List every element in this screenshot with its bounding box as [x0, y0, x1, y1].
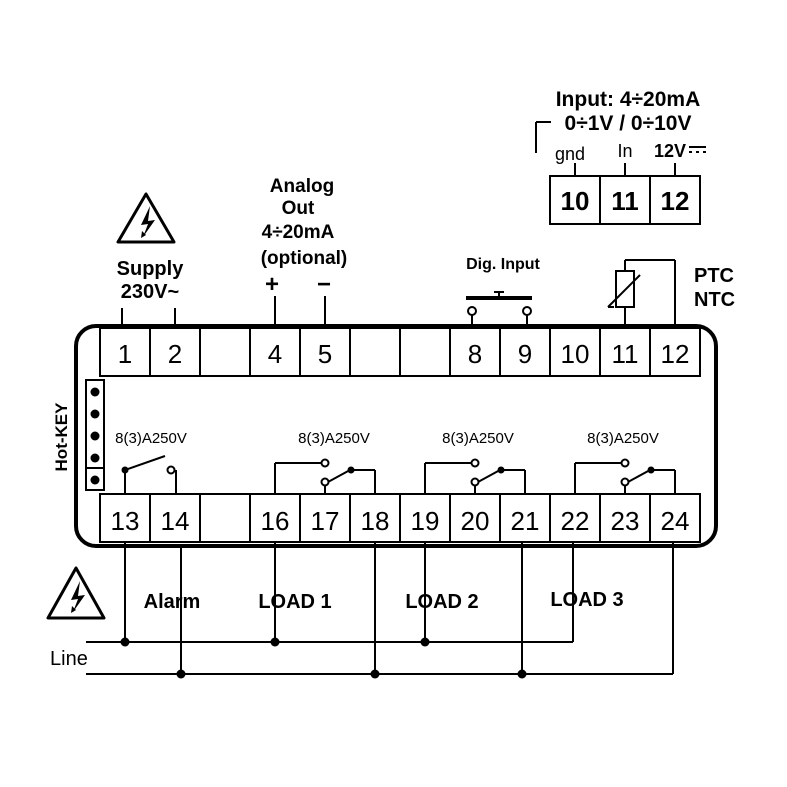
relay-rating-load1: 8(3)A250V	[298, 430, 370, 447]
bottom-terminal-strip	[99, 493, 701, 543]
ptc-label: PTC	[694, 265, 734, 287]
bottom-terminal-numbers: 13 14 16 17 18 19 20 21 22 23 24	[111, 506, 690, 536]
ntc-label: NTC	[694, 289, 735, 311]
terminal-21[interactable]: 21	[511, 506, 540, 536]
alarm-label: Alarm	[144, 591, 201, 613]
relay-rating-alarm: 8(3)A250V	[115, 430, 187, 447]
terminal-17[interactable]: 17	[311, 506, 340, 536]
terminal-10[interactable]: 10	[561, 339, 590, 369]
analog-out-line-4: (optional)	[261, 248, 348, 269]
analog-out-minus: −	[317, 271, 331, 298]
probe-pin-12v-label: 12V	[654, 141, 686, 161]
terminal-19[interactable]: 19	[411, 506, 440, 536]
probe-input-title-2: 0÷1V / 0÷10V	[565, 112, 692, 135]
terminal-24[interactable]: 24	[661, 506, 690, 536]
thermistor-icon	[607, 259, 676, 328]
probe-terminal-12[interactable]: 12	[661, 186, 690, 216]
analog-out-plus: +	[265, 271, 279, 298]
analog-out-line-3: 4÷20mA	[262, 222, 335, 243]
probe-input-title-1: Input: 4÷20mA	[556, 88, 701, 111]
relay-rating-load2: 8(3)A250V	[442, 430, 514, 447]
relay-rating-load3: 8(3)A250V	[587, 430, 659, 447]
terminal-12[interactable]: 12	[661, 339, 690, 369]
terminal-8[interactable]: 8	[468, 339, 482, 369]
probe-terminal-10[interactable]: 10	[561, 186, 590, 216]
terminal-23[interactable]: 23	[611, 506, 640, 536]
probe-pin-in-label: In	[617, 141, 632, 161]
supply-label: Supply	[117, 258, 185, 280]
hot-key-connector[interactable]	[85, 379, 105, 491]
terminal-4[interactable]: 4	[268, 339, 282, 369]
load1-label: LOAD 1	[258, 591, 331, 613]
hot-key-label: Hot-KEY	[52, 402, 71, 472]
terminal-2[interactable]: 2	[168, 339, 182, 369]
terminal-16[interactable]: 16	[261, 506, 290, 536]
supply-warning-icon	[116, 192, 176, 244]
external-wiring	[86, 542, 674, 679]
relay-contact-load2	[424, 458, 526, 494]
dig-input-switch	[466, 291, 532, 328]
relay-contact-load3	[574, 458, 676, 494]
terminal-9[interactable]: 9	[518, 339, 532, 369]
probe-terminal-11[interactable]: 11	[611, 186, 639, 216]
terminal-18[interactable]: 18	[361, 506, 390, 536]
line-warning-icon	[46, 566, 106, 620]
load2-label: LOAD 2	[405, 591, 478, 613]
relay-contact-alarm	[121, 455, 177, 494]
top-terminal-strip	[99, 327, 701, 377]
probe-terminal-block	[549, 175, 701, 225]
terminal-1[interactable]: 1	[118, 339, 132, 369]
dig-input-label: Dig. Input	[466, 256, 540, 273]
analog-out-line-1: Analog	[270, 176, 334, 197]
terminal-22[interactable]: 22	[561, 506, 590, 536]
terminal-11[interactable]: 11	[612, 339, 639, 369]
supply-voltage: 230V~	[121, 281, 179, 303]
terminal-14[interactable]: 14	[161, 506, 190, 536]
relay-contact-load1	[274, 458, 376, 494]
terminal-20[interactable]: 20	[461, 506, 490, 536]
top-terminal-numbers: 1 2 4 5 8 9 10 11 12	[118, 339, 690, 369]
probe-pin-gnd-label: gnd	[555, 144, 585, 164]
controller-body	[74, 324, 718, 548]
analog-out-line-2: Out	[282, 198, 315, 219]
terminal-5[interactable]: 5	[318, 339, 332, 369]
line-label: Line	[50, 648, 88, 670]
load3-label: LOAD 3	[550, 589, 623, 611]
terminal-13[interactable]: 13	[111, 506, 140, 536]
dc-symbol-icon	[689, 146, 706, 153]
